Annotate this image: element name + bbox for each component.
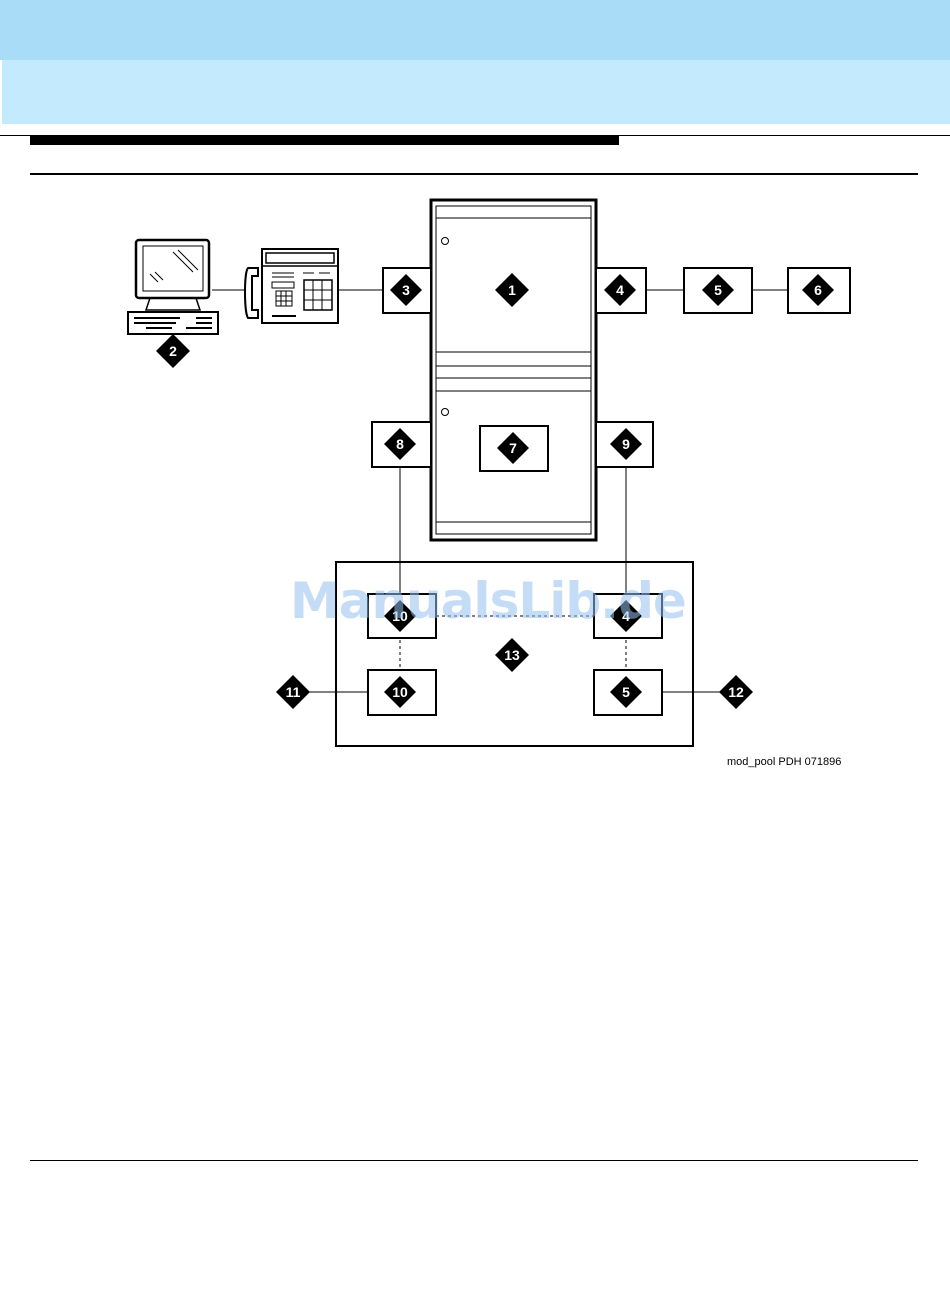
callout-1: 1 [495,273,529,307]
callout-2: 2 [156,334,190,368]
svg-text:12: 12 [728,684,744,700]
telephone-icon [245,249,338,323]
callout-12: 12 [719,675,753,709]
svg-text:3: 3 [402,282,410,298]
connection-diagram: 1 2 3 4 5 6 7 8 9 10 4 13 [0,0,950,800]
component-boxes [336,268,850,746]
connection-lines [212,290,788,692]
svg-text:4: 4 [616,282,624,298]
svg-text:2: 2 [169,343,177,359]
svg-text:6: 6 [814,282,822,298]
svg-text:8: 8 [396,436,404,452]
svg-text:5: 5 [714,282,722,298]
cabinet [431,200,596,540]
footer-rule [30,1160,918,1161]
svg-text:1: 1 [508,282,516,298]
svg-text:10: 10 [392,684,408,700]
svg-text:5: 5 [622,684,630,700]
callout-11: 11 [276,675,310,709]
watermark: ManualsLib.de [290,572,686,630]
svg-text:7: 7 [509,440,517,456]
callout-13: 13 [495,638,529,672]
svg-text:13: 13 [504,647,520,663]
terminal-icon [128,240,218,334]
svg-text:9: 9 [622,436,630,452]
svg-text:11: 11 [286,684,301,700]
figure-caption: mod_pool PDH 071896 [727,756,841,768]
